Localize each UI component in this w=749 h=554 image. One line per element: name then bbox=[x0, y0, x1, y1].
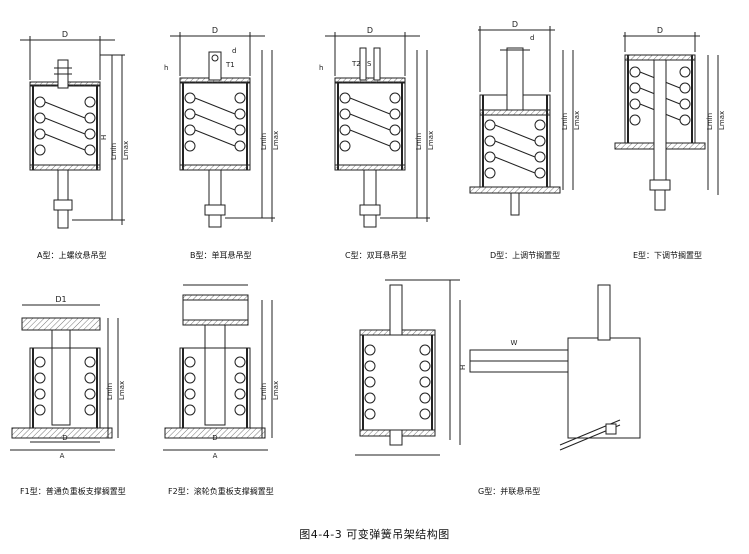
dim-d-D: D bbox=[512, 20, 518, 29]
dim-f1-A: A bbox=[60, 452, 65, 460]
caption-type-c: C型：双耳悬吊型 bbox=[345, 251, 407, 260]
diagram-type-e bbox=[614, 32, 719, 211]
dim-f2-lmax: Lmax bbox=[272, 381, 280, 400]
dim-g-W: W bbox=[511, 339, 518, 347]
caption-type-e: E型：下调节搁置型 bbox=[633, 251, 703, 260]
caption-type-b: B型：单耳悬吊型 bbox=[190, 251, 252, 260]
diagram-type-g bbox=[355, 279, 641, 456]
caption-type-f2: F2型：滚轮负重板支撑搁置型 bbox=[168, 487, 274, 496]
dim-d-lmin: Lmin bbox=[561, 113, 569, 130]
dim-c-lmax: Lmax bbox=[427, 131, 435, 150]
diagram-type-c bbox=[325, 32, 430, 228]
caption-type-d: D型：上调节搁置型 bbox=[490, 251, 561, 260]
caption-type-g: G型：并联悬吊型 bbox=[478, 487, 541, 496]
diagram-type-b bbox=[170, 32, 275, 228]
spring-coils-f1 bbox=[34, 356, 96, 416]
dim-b-h: h bbox=[164, 64, 168, 72]
dim-e-D: D bbox=[657, 26, 663, 35]
spring-coils-f2 bbox=[184, 356, 246, 416]
dim-f2-D: D bbox=[212, 434, 217, 442]
dim-c-S: S bbox=[367, 60, 372, 68]
spring-coils-d bbox=[484, 119, 546, 179]
dim-b-lmax: Lmax bbox=[272, 131, 280, 150]
dim-a-H: H bbox=[100, 135, 108, 140]
spring-coils-b bbox=[184, 92, 246, 152]
caption-type-f1: F1型：普通负重板支撑搁置型 bbox=[20, 487, 126, 496]
dim-f1-D: D bbox=[62, 434, 67, 442]
diagram-type-a bbox=[20, 36, 125, 229]
dim-f1-lmin: Lmin bbox=[106, 383, 114, 400]
dim-b-T1: T1 bbox=[225, 61, 235, 69]
dim-c-lmin: Lmin bbox=[415, 133, 423, 150]
spring-coils-c bbox=[339, 92, 401, 152]
dim-d-lmax: Lmax bbox=[573, 111, 581, 130]
dim-f1-lmax: Lmax bbox=[118, 381, 126, 400]
figure-title: 图4-4-3 可变弹簧吊架结构图 bbox=[299, 528, 450, 541]
caption-type-a: A型：上螺纹悬吊型 bbox=[37, 251, 107, 260]
dim-c-h: h bbox=[319, 64, 323, 72]
dim-c-D: D bbox=[367, 26, 373, 35]
dim-f2-A: A bbox=[213, 452, 218, 460]
spring-coils-g bbox=[364, 344, 431, 420]
dim-e-lmin: Lmin bbox=[706, 113, 714, 130]
dim-f2-lmin: Lmin bbox=[260, 383, 268, 400]
dim-a-lmin: Lmin bbox=[110, 143, 118, 160]
dim-d-d: d bbox=[530, 34, 534, 42]
dim-e-lmax: Lmax bbox=[718, 111, 726, 130]
diagram-type-d bbox=[469, 26, 574, 216]
dim-g-H: H bbox=[459, 365, 467, 370]
diagram-type-f2 bbox=[163, 284, 273, 451]
dim-f1-D1: D1 bbox=[55, 295, 66, 304]
dim-a-D: D bbox=[62, 30, 68, 39]
spring-coils-a bbox=[34, 96, 96, 156]
dim-b-D: D bbox=[212, 26, 218, 35]
diagram-type-f1 bbox=[10, 304, 119, 451]
dim-b-lmin: Lmin bbox=[260, 133, 268, 150]
dim-a-lmax: Lmax bbox=[122, 141, 130, 160]
dim-c-T2: T2 bbox=[351, 60, 361, 68]
dim-b-d: d bbox=[232, 47, 236, 55]
